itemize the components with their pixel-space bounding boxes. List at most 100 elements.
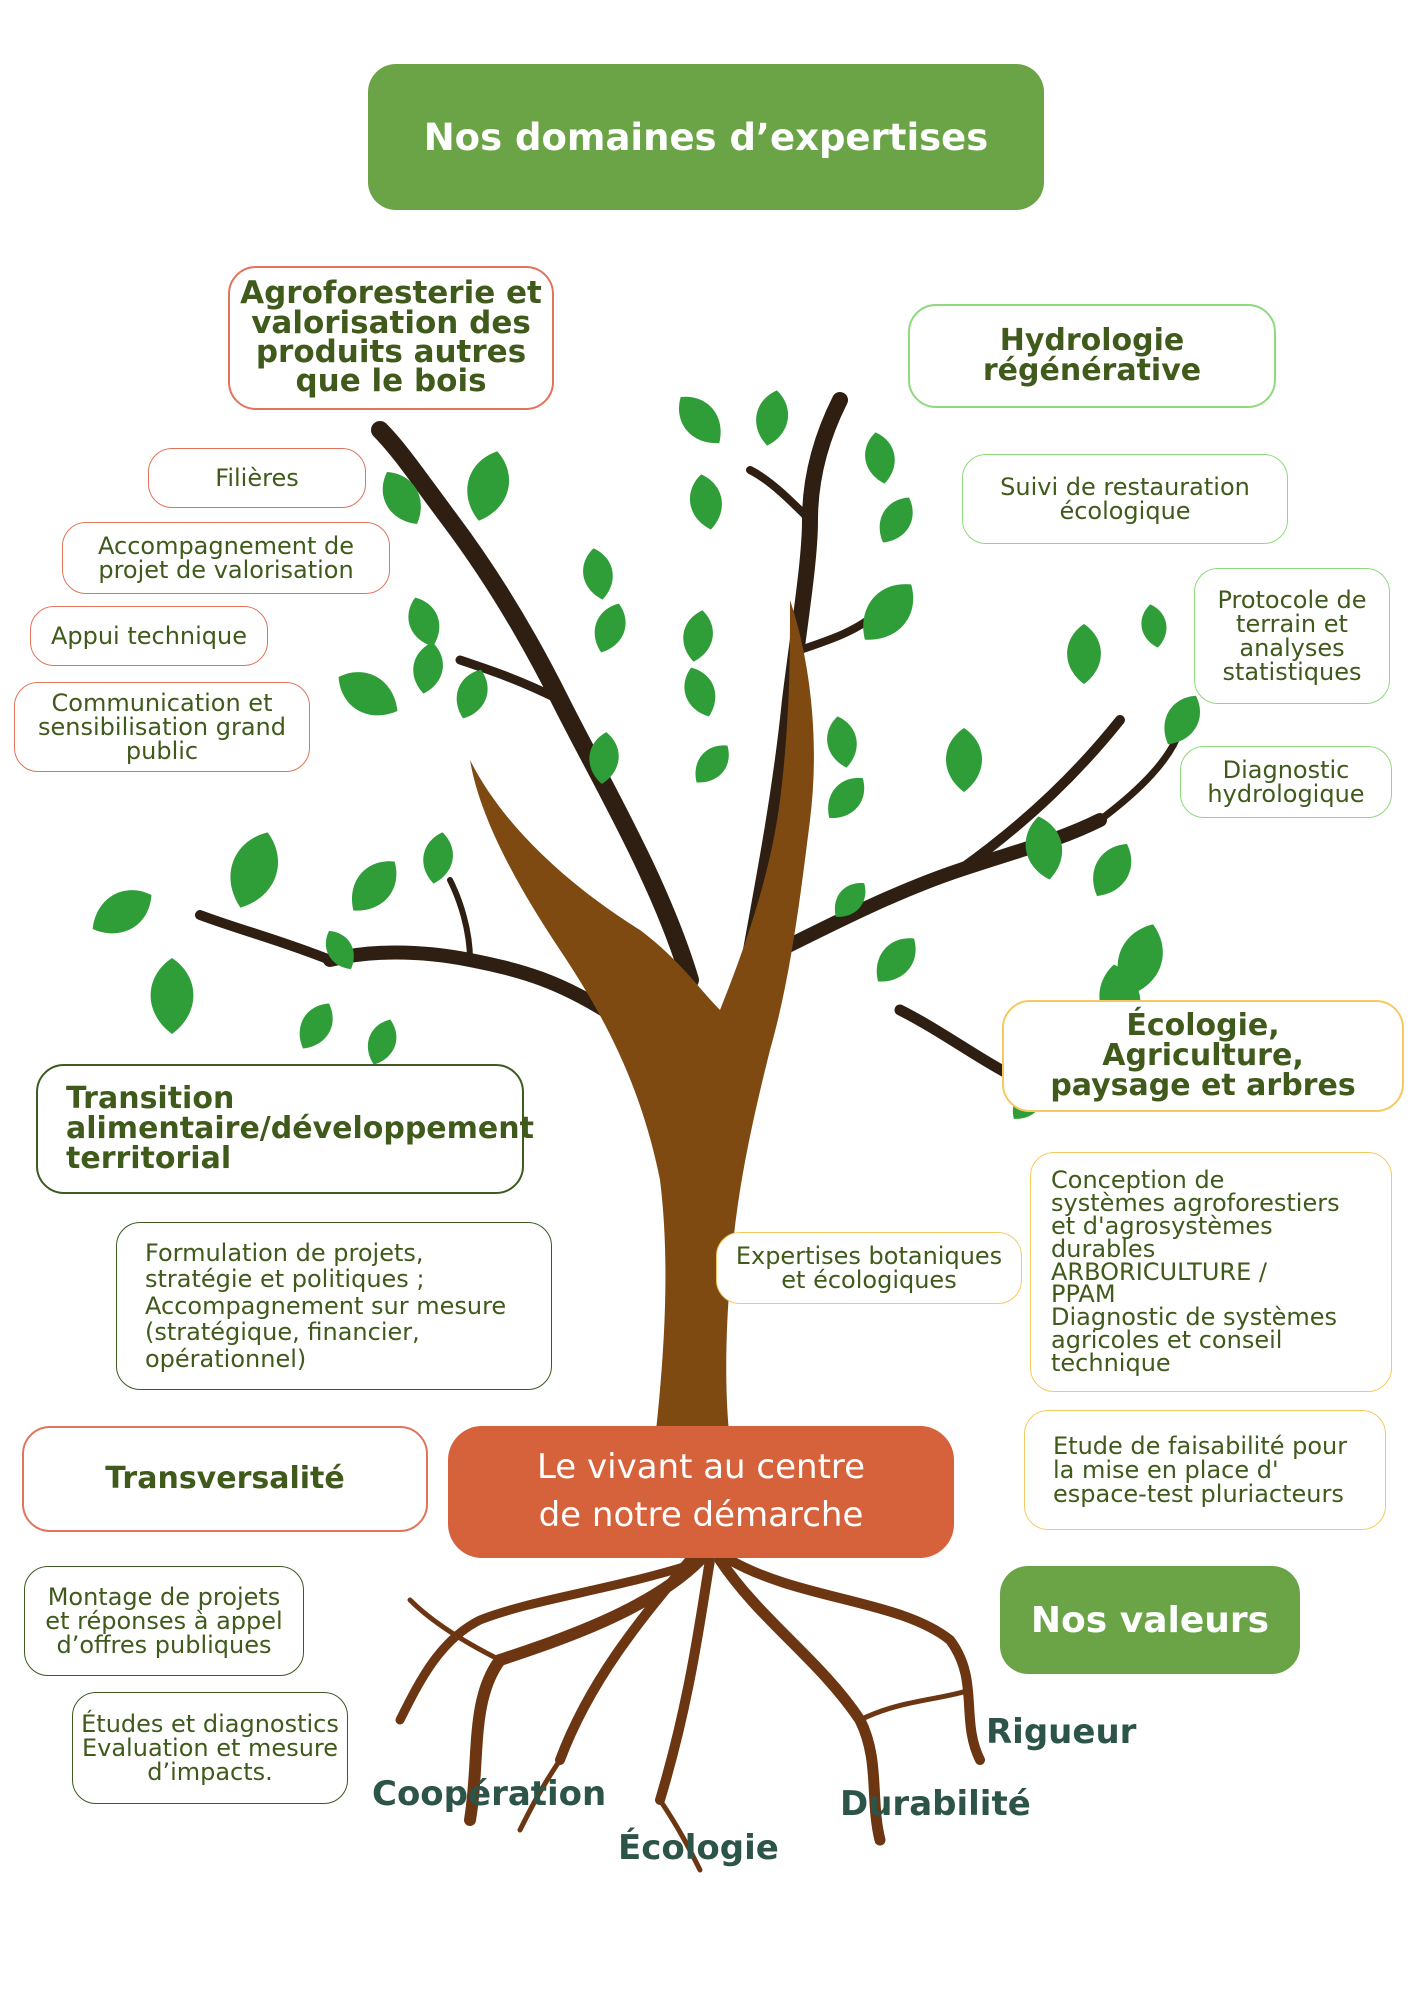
leaf (1164, 695, 1200, 745)
value-cooperation: Coopération (372, 1774, 607, 1814)
leaf (695, 745, 729, 783)
leaf (367, 1019, 397, 1065)
leaf (589, 732, 619, 784)
item-etudes-diagnostics: Études et diagnostics Evaluation et mesu… (72, 1692, 348, 1804)
text-line: hydrologique (1207, 780, 1365, 808)
text-line: agricoles et conseil (1051, 1325, 1283, 1354)
value-durabilite: Durabilité (840, 1784, 1031, 1824)
text-line: public (125, 737, 199, 765)
leaf (299, 1003, 333, 1049)
leaf (408, 597, 440, 647)
text-line: alimentaire/développement (66, 1111, 534, 1146)
item-suivi-restauration: Suivi de restauration écologique (962, 454, 1288, 544)
value-ecologie: Écologie (618, 1828, 779, 1868)
leaf (1141, 604, 1167, 648)
tree-roots (395, 1554, 985, 1873)
text-line: que le bois (295, 363, 487, 400)
leaf (583, 548, 613, 600)
item-communication: Communication et sensibilisation grand p… (14, 682, 310, 772)
text-line: espace-test pluriacteurs (1053, 1480, 1344, 1508)
text-line: territorial (66, 1141, 232, 1176)
leaf (689, 474, 722, 530)
leaf (828, 777, 865, 818)
text-line: technique (1051, 1348, 1171, 1377)
text-line: valorisation des (251, 304, 531, 341)
leaf (352, 861, 397, 911)
item-etude-faisabilite: Etude de faisabilité pour la mise en pla… (1024, 1410, 1386, 1530)
text-line: Agriculture, (1102, 1038, 1304, 1073)
leaf (683, 610, 713, 662)
text-line: (stratégique, financier, (145, 1318, 420, 1347)
item-montage-projets: Montage de projets et réponses à appel d… (24, 1566, 304, 1676)
text-line: régénérative (982, 353, 1202, 388)
text-line: stratégie et politiques ; (145, 1265, 425, 1294)
item-protocole-terrain: Protocole de terrain et analyses statist… (1194, 568, 1390, 704)
center-box: Le vivant au centre de notre démarche (448, 1426, 954, 1558)
tree-leaves (92, 390, 1200, 1119)
leaf (946, 728, 982, 792)
leaf (456, 669, 488, 719)
text-line: Accompagnement de (98, 532, 354, 560)
domain-transition-title: Transition alimentaire/développement ter… (36, 1064, 534, 1194)
tree-trunk (470, 600, 814, 1440)
text-line: écologique (1059, 497, 1191, 525)
text-line: Transition (66, 1081, 235, 1116)
text-line: Evaluation et mesure (81, 1734, 339, 1762)
text-line: Conception de (1051, 1166, 1225, 1195)
text-line: Écologie, (1126, 1008, 1280, 1043)
text-line: Diagnostic de systèmes (1051, 1303, 1338, 1332)
page-title-text: Nos domaines d’expertises (423, 115, 989, 159)
item-diagnostic-hydrologique: Diagnostic hydrologique (1180, 746, 1392, 818)
leaf (879, 497, 913, 543)
text-line: statistiques (1222, 658, 1362, 686)
text-line: de notre démarche (538, 1495, 864, 1535)
text-line: Expertises botaniques (735, 1242, 1003, 1270)
text-line: et d'agrosystèmes (1051, 1212, 1273, 1240)
leaf (92, 890, 152, 934)
leaf (467, 451, 510, 521)
domain-hydrologie-title: Hydrologie régénérative (908, 304, 1276, 408)
leaf (150, 958, 194, 1034)
text-line: produits autres (255, 334, 527, 370)
leaf (1093, 844, 1132, 896)
text-line: Protocole de (1217, 586, 1367, 614)
item-conception-systemes: Conception de systèmes agroforestiers et… (1030, 1152, 1392, 1392)
value-rigueur: Rigueur (986, 1712, 1137, 1752)
leaf (679, 396, 721, 443)
text-line: Transversalité (105, 1461, 345, 1496)
domain-ecologie-title: Écologie, Agriculture, paysage et arbres (1002, 1000, 1404, 1112)
text-line: la mise en place d' (1053, 1456, 1279, 1484)
leaf (325, 930, 354, 970)
text-line: terrain et (1236, 610, 1348, 638)
text-line: Filières (215, 464, 299, 492)
text-line: d’impacts. (147, 1758, 273, 1786)
text-line: PPAM (1051, 1280, 1116, 1309)
text-line: durables (1051, 1234, 1156, 1263)
item-formulation-projets: Formulation de projets, stratégie et pol… (116, 1222, 552, 1390)
item-expertises-botaniques: Expertises botaniques et écologiques (716, 1232, 1022, 1304)
leaf (865, 432, 895, 484)
text-line: paysage et arbres (1050, 1068, 1356, 1103)
leaf (413, 642, 443, 694)
text-line: Études et diagnostics (81, 1710, 339, 1738)
values-title-text: Nos valeurs (1030, 1599, 1270, 1641)
text-line: Montage de projets (47, 1583, 281, 1611)
leaf (338, 672, 398, 716)
text-line: analyses (1239, 634, 1345, 662)
text-line: Le vivant au centre (536, 1447, 866, 1488)
text-line: systèmes agroforestiers (1051, 1189, 1340, 1218)
text-line: Formulation de projets, (145, 1239, 424, 1268)
leaf (827, 716, 857, 768)
text-line: Accompagnement sur mesure (145, 1291, 507, 1320)
domain-transversalite-title: Transversalité (22, 1426, 428, 1532)
leaf (876, 938, 916, 982)
page-title: Nos domaines d’expertises (368, 64, 1044, 210)
leaf (423, 832, 453, 884)
text-line: projet de valorisation (98, 556, 354, 584)
leaf (684, 667, 716, 717)
leaf (834, 883, 866, 917)
leaf (1025, 816, 1063, 880)
item-accompagnement-valorisation: Accompagnement de projet de valorisation (62, 522, 390, 594)
text-line: et écologiques (781, 1266, 957, 1294)
